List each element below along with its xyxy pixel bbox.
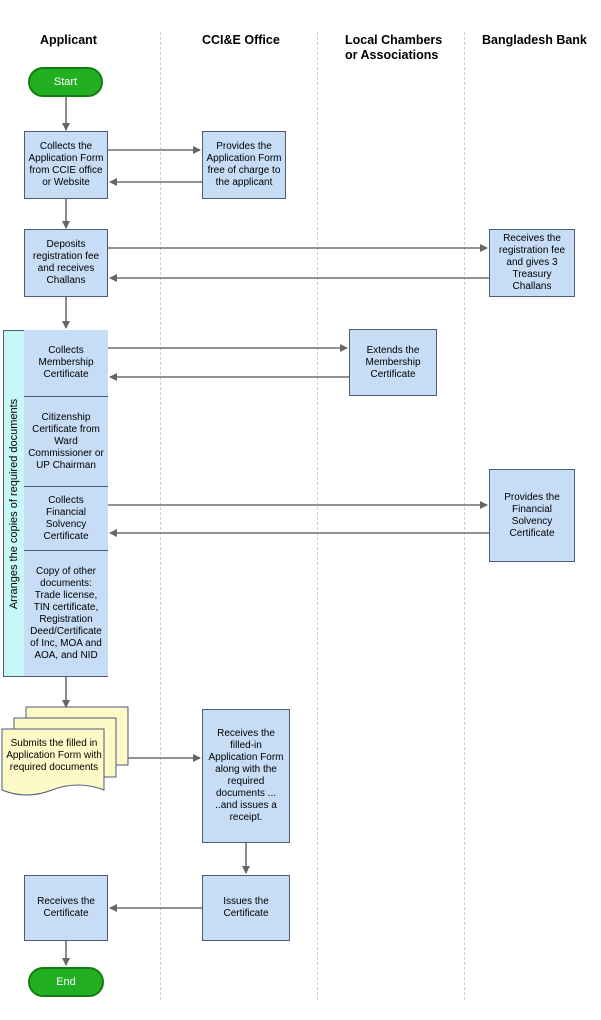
step-collect-membership: Collects Membership Certificate (24, 330, 108, 397)
step-provide-form: Provides the Application Form free of ch… (202, 131, 286, 199)
step-citizenship: Citizenship Certificate from Ward Commis… (24, 397, 108, 487)
lane-divider-2 (317, 32, 318, 1000)
lane-header-applicant: Applicant (40, 33, 97, 47)
step-issue-certificate: Issues the Certificate (202, 875, 290, 941)
step-receive-form: Receives the filled-in Application Form … (202, 709, 290, 843)
lane-header-chambers: Local Chambers or Associations (345, 33, 442, 63)
required-documents-group-text: Arranges the copies of required document… (8, 398, 20, 609)
required-documents-group-label: Arranges the copies of required document… (3, 330, 25, 677)
step-submit-form: Submits the filled in Application Form w… (6, 738, 102, 773)
step-receive-fee: Receives the registration fee and gives … (489, 229, 575, 297)
lane-divider-1 (160, 32, 161, 1000)
step-collect-solvency: Collects Financial Solvency Certificate (24, 487, 108, 551)
lane-header-ccie: CCI&E Office (202, 33, 280, 47)
step-provide-solvency: Provides the Financial Solvency Certific… (489, 469, 575, 562)
step-receive-certificate: Receives the Certificate (24, 875, 108, 941)
lane-header-bank: Bangladesh Bank (482, 33, 587, 47)
step-extend-membership: Extends the Membership Certificate (349, 329, 437, 396)
step-deposit-fee: Deposits registration fee and receives C… (24, 229, 108, 297)
submit-document-stack (1, 706, 129, 796)
lane-divider-3 (464, 32, 465, 1000)
end-node: End (28, 967, 104, 997)
start-node: Start (28, 67, 103, 97)
lane-header-chambers-line2: or Associations (345, 48, 439, 62)
step-collect-form: Collects the Application Form from CCIE … (24, 131, 108, 199)
lane-header-chambers-line1: Local Chambers (345, 33, 443, 47)
step-other-documents: Copy of other documents: Trade license, … (24, 551, 108, 677)
